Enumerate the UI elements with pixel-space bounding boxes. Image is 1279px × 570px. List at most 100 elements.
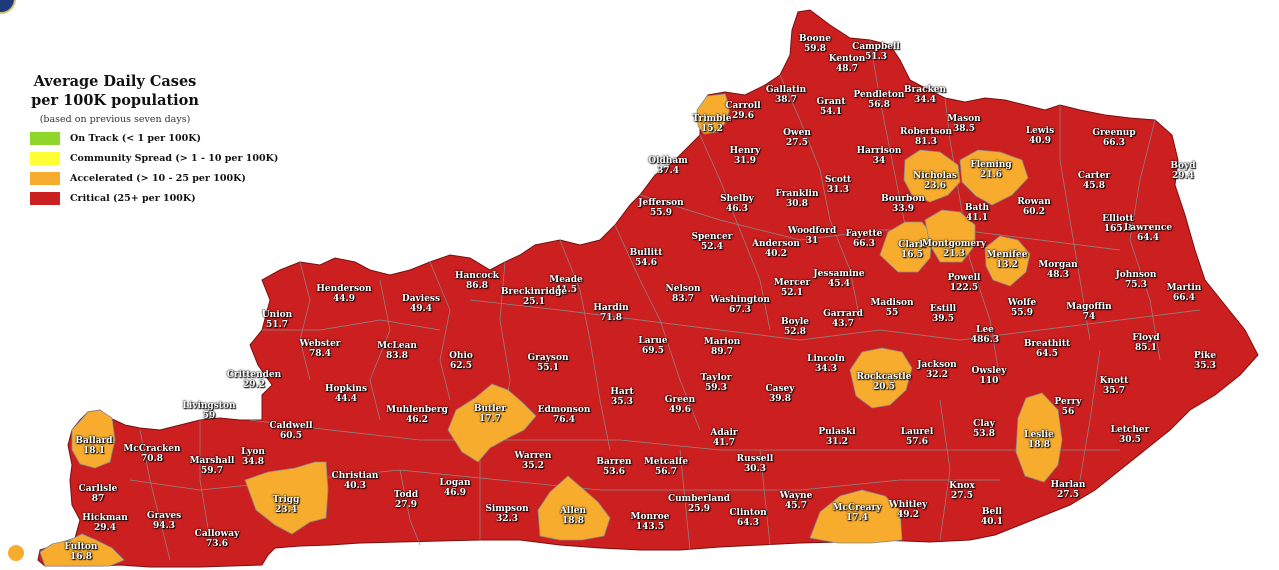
county-name: Leslie [1024,430,1054,440]
county-name: Butler [473,404,507,414]
county-name: Webster [299,339,341,349]
county-name: Breckinridge [500,287,568,297]
county-name: Knox [949,481,975,491]
county-name: Greenup [1092,128,1136,138]
county-name: Fayette [845,229,883,239]
legend-label: Community Spread (> 1 - 10 per 100K) [70,153,279,164]
county-shape-fleming [959,149,1029,206]
county-name: Fulton [64,542,98,552]
legend-row: Accelerated (> 10 - 25 per 100K) [30,172,290,185]
county-name: Fleming [970,160,1012,170]
county-value: 73.6 [206,539,228,549]
county-name: Carlisle [78,484,118,494]
county-value: 15.2 [701,124,723,134]
county-value: 56 [1061,407,1075,417]
county-name: Daviess [401,294,441,304]
county-name: Barren [596,457,632,467]
county-shape-menifee [984,235,1031,287]
county-name: Taylor [700,373,732,383]
county-value: 18.1 [83,446,105,456]
legend-row: On Track (< 1 per 100K) [30,132,290,145]
county-value: 43.7 [832,319,854,329]
county-name: Bath [964,203,990,213]
county-name: Laurel [900,427,934,437]
county-shape-trigg [244,461,329,535]
county-value: 67.3 [729,305,751,315]
county-value: 64.3 [737,518,759,528]
county-value: 71.8 [600,313,622,323]
county-name: Jefferson [638,198,684,208]
county-border-line [262,319,441,331]
county-value: 53.6 [603,467,625,477]
county-value: 35.3 [611,397,633,407]
county-value: 94.3 [153,521,175,531]
county-value: 59.7 [201,466,223,476]
legend-swatch [30,172,60,185]
legend-label: Accelerated (> 10 - 25 per 100K) [70,173,246,184]
county-value: 52.4 [701,242,723,252]
county-value: 30.5 [1119,435,1141,445]
county-name: Clinton [729,508,767,518]
county-name: Harrison [856,146,902,156]
county-name: Metcalfe [643,457,689,467]
county-name: Wayne [779,491,813,501]
county-name: Estill [929,304,957,314]
county-name: Bourbon [881,194,925,204]
county-name: Powell [947,273,981,283]
county-name: Pendleton [853,90,905,100]
county-name: Oldham [648,156,688,166]
county-name: Menifee [986,250,1028,260]
county-name: McCreary [832,503,882,513]
county-value: 46.3 [726,204,748,214]
county-value: 143.5 [635,522,665,532]
county-name: Calloway [194,529,240,539]
county-name: Harlan [1050,480,1086,490]
county-name: Lee [976,325,994,335]
county-name: Jackson [917,360,957,370]
county-name: Martin [1166,283,1202,293]
legend-row: Critical (25+ per 100K) [30,192,290,205]
county-name: Lincoln [807,354,845,364]
county-name: Marion [703,337,741,347]
county-value: 16.8 [70,552,92,562]
county-value: 76.4 [553,415,575,425]
legend-title: Average Daily Cases per 100K population [30,72,200,110]
county-value: 85.1 [1135,343,1157,353]
county-shape-trimble [696,93,731,135]
county-name: Simpson [485,504,529,514]
county-border-line [559,239,611,451]
county-border-line [469,299,1201,341]
county-name: Kenton [828,54,866,64]
county-border-line [1079,349,1101,481]
county-value: 18.8 [1028,440,1050,450]
county-name: Boone [799,34,831,44]
county-value: 35.3 [1194,361,1216,371]
county-name: Caldwell [269,421,313,431]
